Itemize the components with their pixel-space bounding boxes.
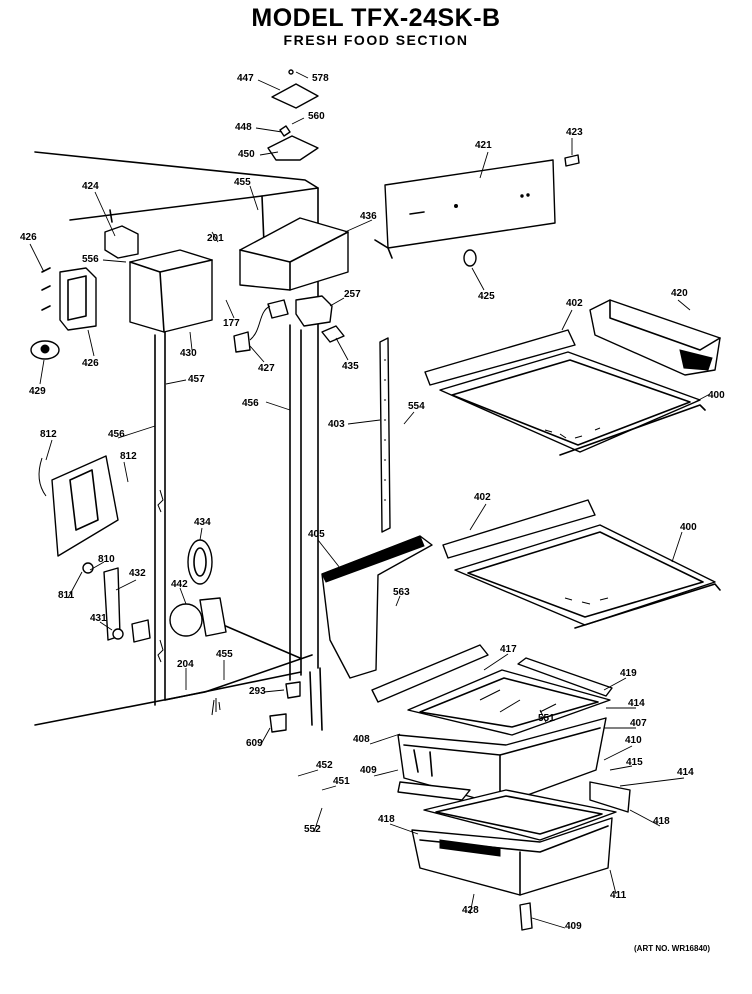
label-431: 431 <box>90 613 107 624</box>
label-414-right: 414 <box>677 767 694 778</box>
upper-shelf <box>424 329 706 456</box>
upper-crisper <box>397 669 631 813</box>
lower-crisper <box>411 789 617 931</box>
label-403: 403 <box>328 419 345 430</box>
diagram-title: MODEL TFX-24SK-B <box>251 4 501 32</box>
label-811: 811 <box>58 590 75 601</box>
back-panel-421 <box>374 154 580 267</box>
label-447: 447 <box>237 73 254 84</box>
label-410: 410 <box>625 735 642 746</box>
label-560: 560 <box>308 111 325 122</box>
label-812-right: 812 <box>120 451 137 462</box>
lower-shelf <box>442 499 721 629</box>
label-455-top: 455 <box>234 177 251 188</box>
label-400-top: 400 <box>708 390 725 401</box>
label-427: 427 <box>258 363 275 374</box>
label-421: 421 <box>475 140 492 151</box>
label-405: 405 <box>308 529 325 540</box>
label-457: 457 <box>188 374 205 385</box>
label-409-bottom: 409 <box>565 921 582 932</box>
label-408-top: 408 <box>353 734 370 745</box>
hinge-parts <box>267 69 319 161</box>
label-418-right: 418 <box>653 816 670 827</box>
label-414-top: 414 <box>628 698 645 709</box>
label-407: 407 <box>630 718 647 729</box>
label-177: 177 <box>223 318 240 329</box>
label-402-lower: 402 <box>474 492 491 503</box>
label-424: 424 <box>82 181 99 192</box>
label-420: 420 <box>671 288 688 299</box>
label-578: 578 <box>312 73 329 84</box>
label-429: 429 <box>29 386 46 397</box>
label-456-right: 456 <box>242 398 259 409</box>
label-402-top: 402 <box>566 298 583 309</box>
label-436: 436 <box>360 211 377 222</box>
label-442: 442 <box>171 579 188 590</box>
label-417: 417 <box>500 644 517 655</box>
label-430: 430 <box>180 348 197 359</box>
label-426: 426 <box>82 358 99 369</box>
label-418-left: 418 <box>378 814 395 825</box>
label-609: 609 <box>246 738 263 749</box>
air-duct-housing-436 <box>233 217 349 353</box>
label-810: 810 <box>98 554 115 565</box>
label-426-top: 426 <box>20 232 37 243</box>
label-551: 551 <box>538 713 555 724</box>
pan-rails <box>371 644 613 703</box>
label-563: 563 <box>393 587 410 598</box>
label-423: 423 <box>566 127 583 138</box>
cover-405 <box>321 535 433 679</box>
label-415: 415 <box>626 757 643 768</box>
label-556: 556 <box>82 254 99 265</box>
leader-lines <box>29 71 711 929</box>
diagram-subtitle: FRESH FOOD SECTION <box>283 32 469 48</box>
label-400-lower: 400 <box>680 522 697 533</box>
label-204: 204 <box>177 659 194 670</box>
label-552: 552 <box>304 824 321 835</box>
label-293: 293 <box>249 686 266 697</box>
label-257: 257 <box>344 289 361 300</box>
label-411: 411 <box>610 890 627 901</box>
label-452: 452 <box>316 760 333 771</box>
label-554: 554 <box>408 401 425 412</box>
tray-420 <box>589 299 721 376</box>
control-housing-430 <box>30 225 213 360</box>
art-number-footer: (ART NO. WR16840) <box>634 944 711 953</box>
shelf-rail-403 <box>379 337 391 533</box>
label-432: 432 <box>129 568 146 579</box>
label-434: 434 <box>194 517 211 528</box>
cabinet-liner <box>34 151 323 731</box>
left-wall-parts <box>38 455 301 733</box>
label-451: 451 <box>333 776 350 787</box>
label-409-left: 409 <box>360 765 377 776</box>
label-456-left: 456 <box>108 429 125 440</box>
label-419-right: 419 <box>620 668 637 679</box>
label-455-bottom: 455 <box>216 649 233 660</box>
label-425: 425 <box>478 291 495 302</box>
label-450: 450 <box>238 149 255 160</box>
label-448: 448 <box>235 122 252 133</box>
label-435: 435 <box>342 361 359 372</box>
label-812-left: 812 <box>40 429 57 440</box>
